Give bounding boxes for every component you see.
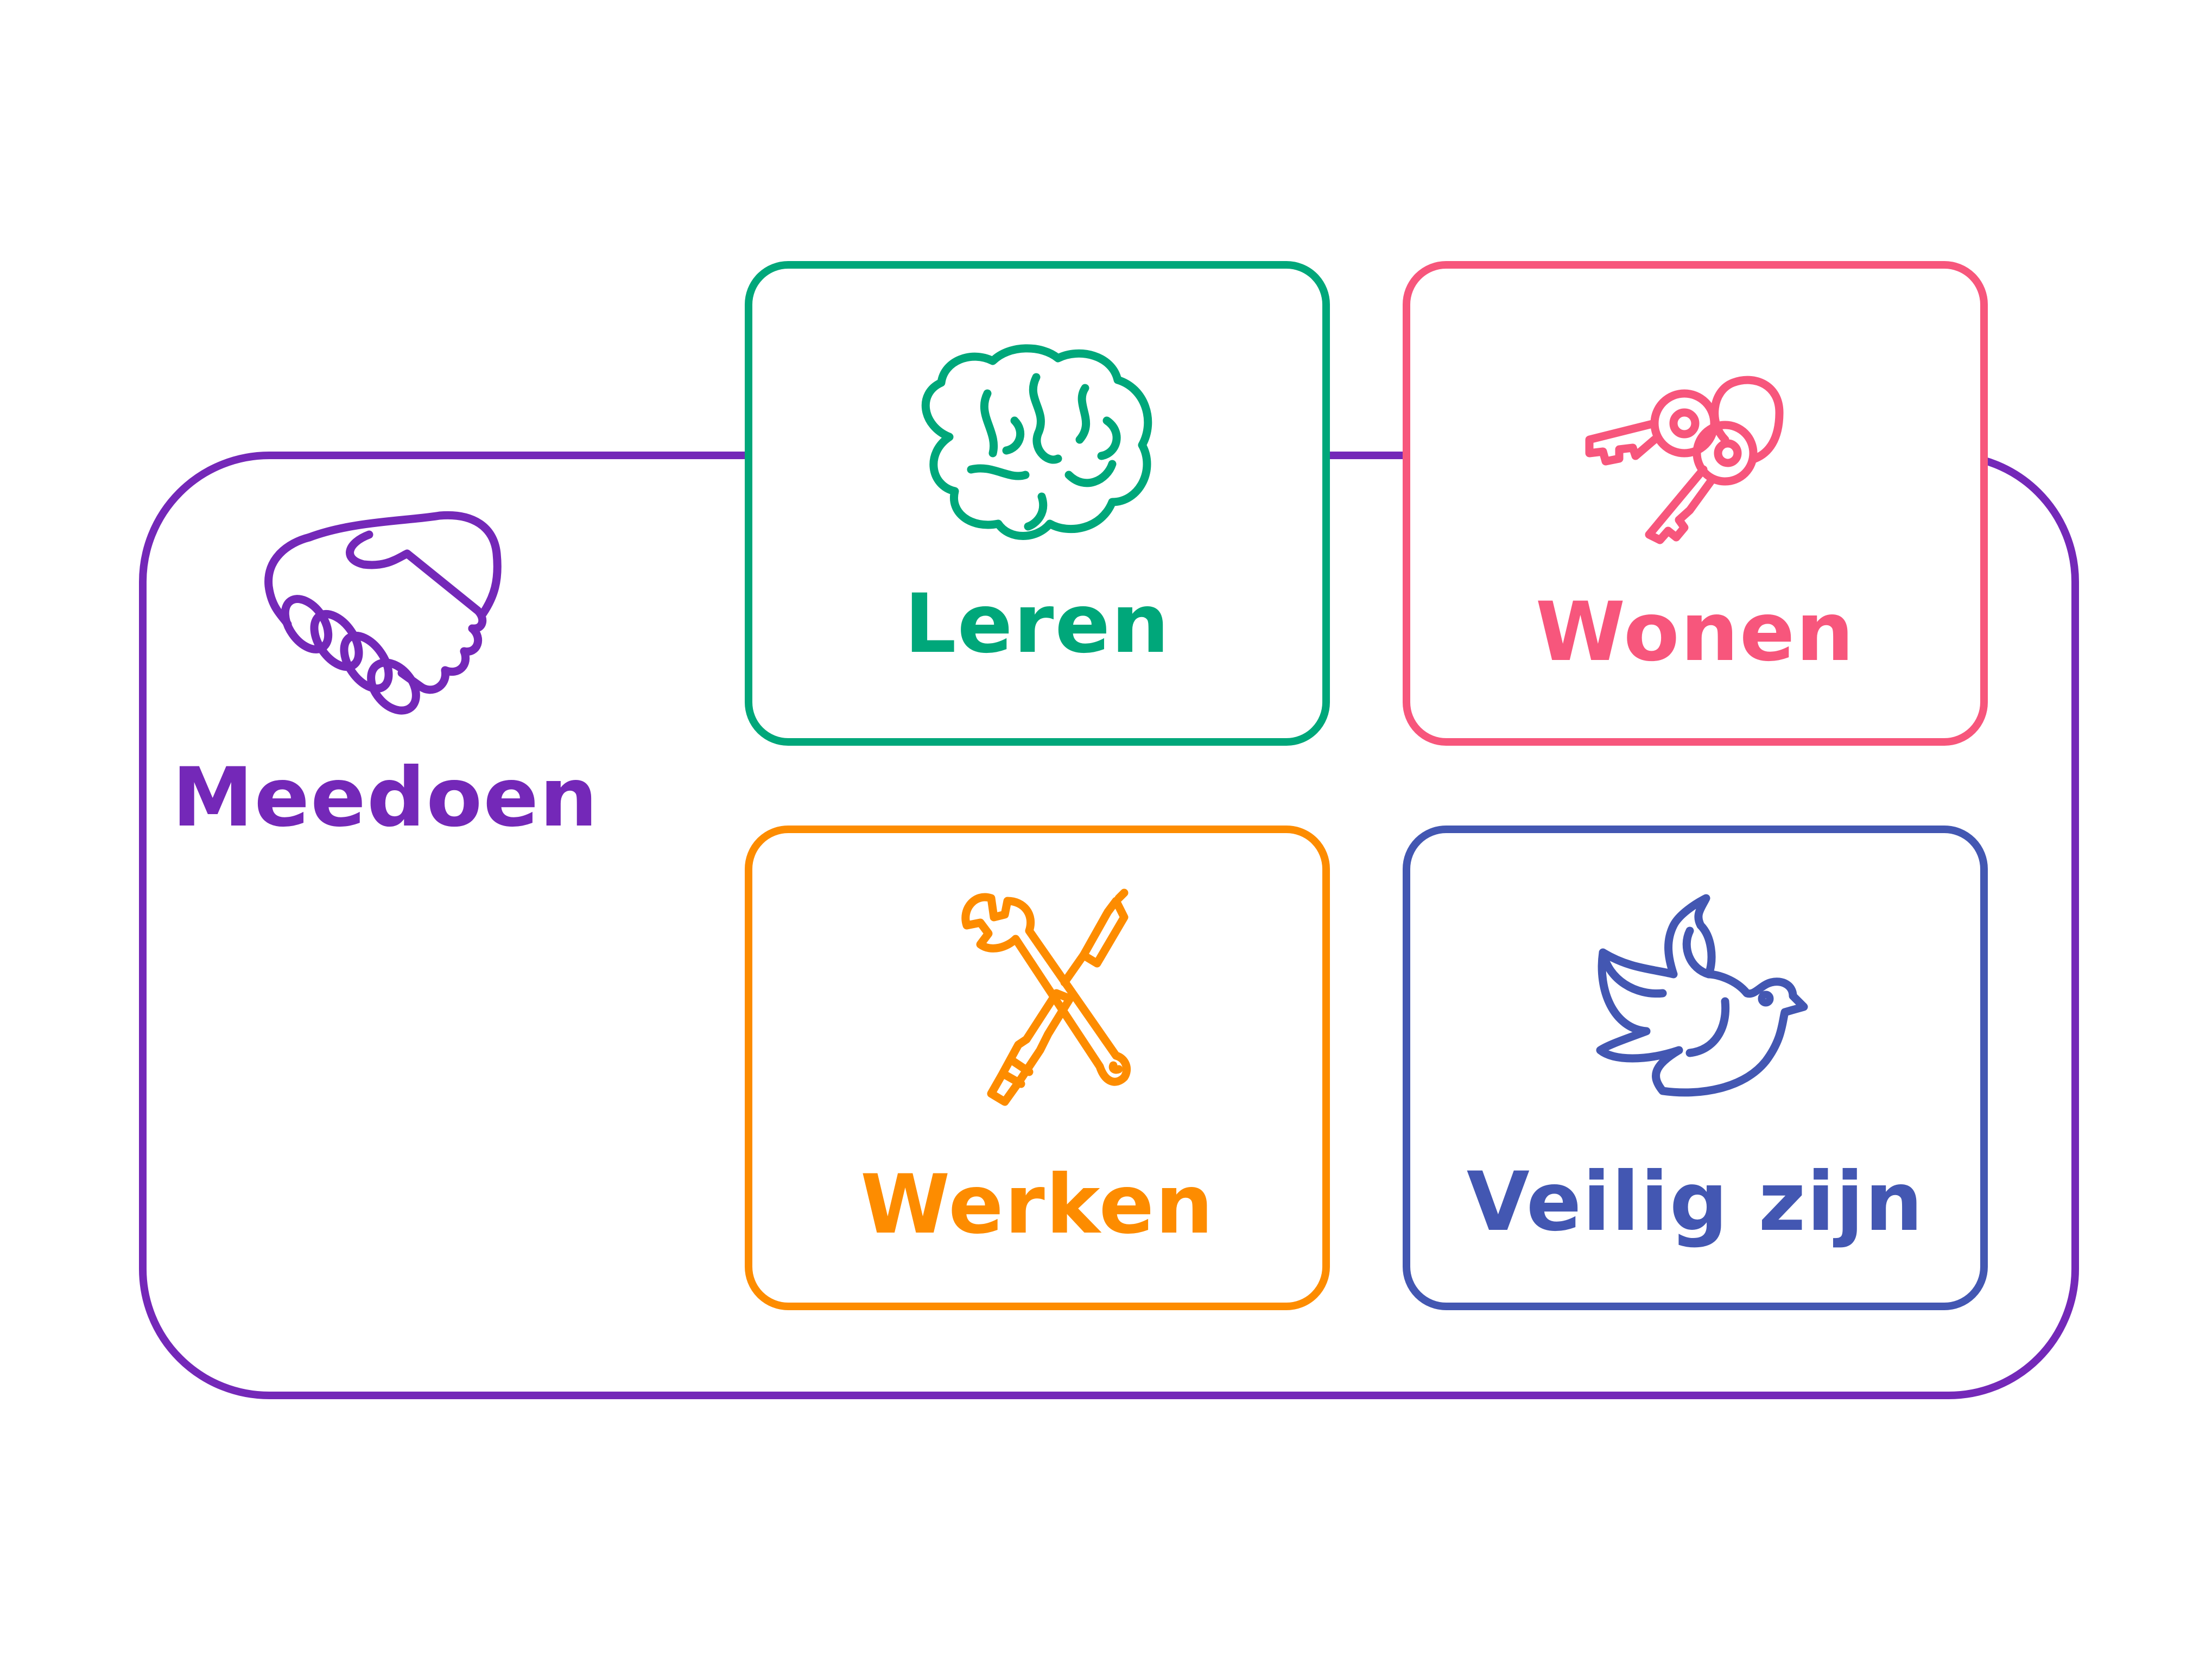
card-werken: Werken <box>745 826 1330 1310</box>
card-veilig-zijn: Veilig zijn <box>1403 826 1988 1310</box>
tools-icon <box>961 888 1131 1106</box>
card-leren: Leren <box>745 261 1330 746</box>
werken-label: Werken <box>860 1158 1215 1252</box>
meedoen-label: Meedoen <box>172 751 599 845</box>
wonen-label: Wonen <box>1535 585 1855 680</box>
leren-label: Leren <box>904 577 1170 671</box>
handshake-icon <box>264 511 502 715</box>
veilig-zijn-label: Veilig zijn <box>1466 1155 1924 1249</box>
keys-icon <box>1585 376 1784 544</box>
dove-icon <box>1596 894 1808 1097</box>
card-wonen: Wonen <box>1403 261 1988 746</box>
brain-icon <box>921 344 1152 540</box>
